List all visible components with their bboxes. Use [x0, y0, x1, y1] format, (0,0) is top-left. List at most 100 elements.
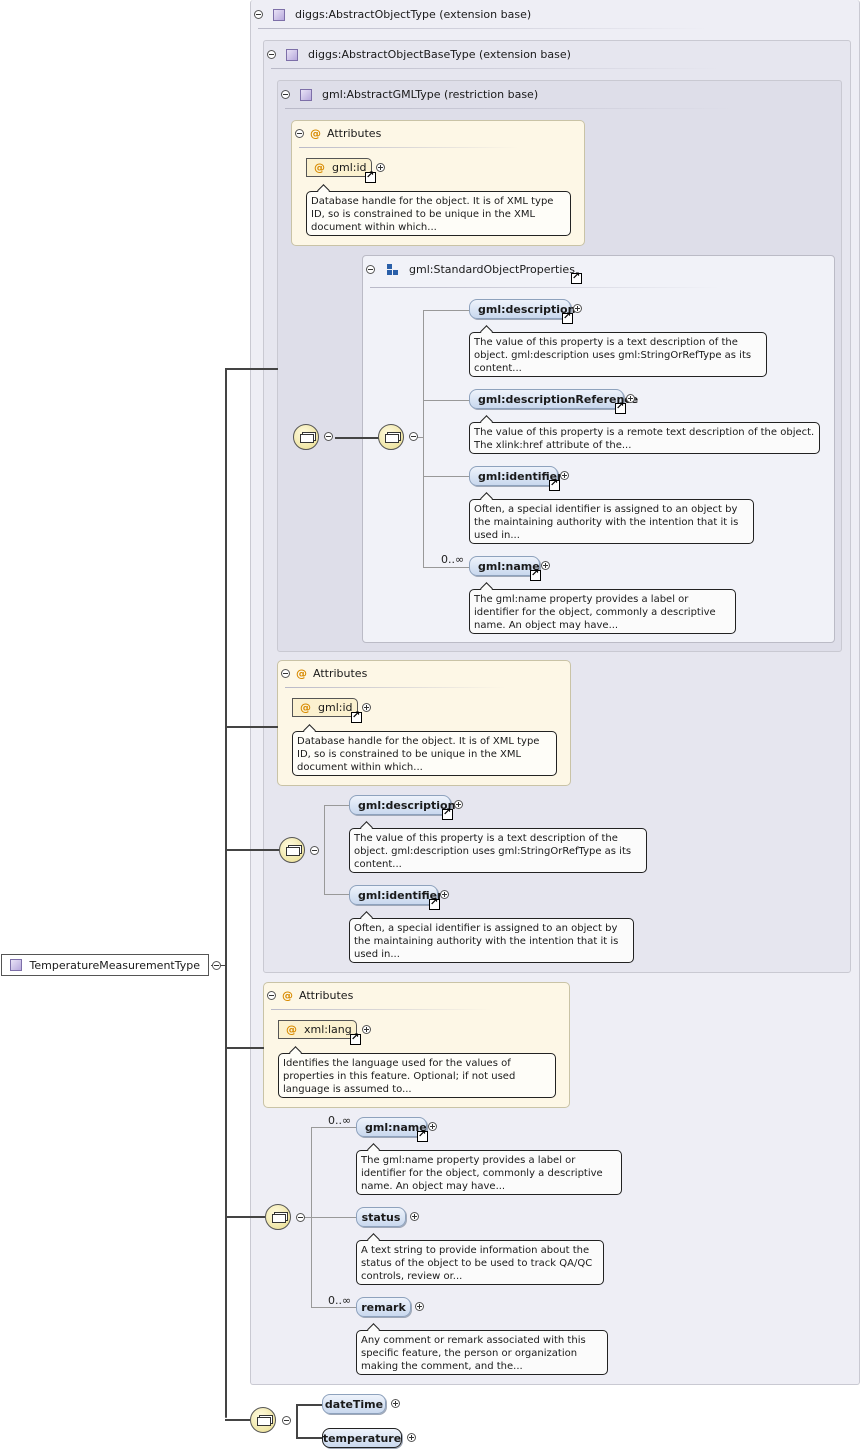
element-gml-name[interactable]: gml:name — [356, 1117, 427, 1137]
sequence-compositor-icon[interactable] — [293, 424, 319, 450]
root-label: TemperatureMeasurementType — [29, 958, 200, 972]
reference-arrow-icon[interactable] — [365, 170, 376, 183]
annotation: A text string to provide information abo… — [356, 1240, 604, 1285]
expand-icon[interactable] — [454, 800, 463, 809]
connector — [423, 567, 469, 568]
connector — [296, 1437, 322, 1439]
attribute-icon: @ — [310, 127, 321, 140]
expand-icon[interactable] — [407, 1433, 416, 1442]
expand-icon[interactable] — [573, 304, 582, 313]
attribute-icon: @ — [314, 161, 325, 174]
sequence-compositor-icon[interactable] — [378, 424, 404, 450]
collapse-icon[interactable] — [282, 1416, 291, 1425]
annotation-text: The gml:name property provides a label o… — [361, 1155, 603, 1192]
attributes-header[interactable]: @ Attributes — [295, 127, 381, 140]
collapse-icon[interactable] — [296, 1213, 305, 1222]
expand-icon[interactable] — [362, 1025, 371, 1034]
collapse-icon[interactable] — [409, 432, 418, 441]
attribute-gml-id[interactable]: @ gml:id — [292, 698, 358, 717]
element-name: dateTime — [324, 1397, 384, 1411]
collapse-icon[interactable] — [324, 432, 333, 441]
expand-icon[interactable] — [440, 890, 449, 899]
connector — [324, 894, 349, 895]
element-name: status — [361, 1210, 401, 1224]
expand-icon[interactable] — [541, 561, 550, 570]
annotation: The value of this property is a text des… — [469, 332, 767, 377]
divider — [271, 1009, 491, 1010]
connector — [423, 476, 469, 477]
collapse-icon[interactable] — [310, 846, 319, 855]
attribute-icon: @ — [286, 1023, 297, 1036]
abstract-object-base-type-header[interactable]: diggs:AbstractObjectBaseType (extension … — [267, 48, 571, 61]
element-remark[interactable]: remark — [356, 1297, 411, 1317]
element-gml-description[interactable]: gml:description — [469, 299, 575, 319]
root-type-temperature-measurement[interactable]: TemperatureMeasurementType — [1, 954, 209, 976]
element-gml-description[interactable]: gml:description — [349, 795, 455, 815]
group-label: gml:StandardObjectProperties — [409, 263, 575, 276]
connector — [423, 400, 469, 401]
expand-icon[interactable] — [415, 1302, 424, 1311]
element-gml-identifier[interactable]: gml:identifier — [349, 885, 443, 905]
reference-arrow-icon[interactable] — [350, 1032, 361, 1045]
collapse-icon[interactable] — [281, 669, 290, 678]
sequence-compositor-icon[interactable] — [265, 1204, 291, 1230]
connector — [423, 310, 424, 568]
element-datetime[interactable]: dateTime — [322, 1394, 386, 1414]
expand-icon[interactable] — [626, 394, 635, 403]
attributes-header[interactable]: @ Attributes — [267, 989, 353, 1002]
annotation-text: Database handle for the object. It is of… — [311, 196, 554, 233]
sequence-compositor-icon[interactable] — [279, 837, 305, 863]
collapse-icon[interactable] — [267, 50, 276, 59]
divider — [258, 28, 708, 29]
element-gml-identifier[interactable]: gml:identifier — [469, 466, 563, 486]
sequence-compositor-icon[interactable] — [250, 1407, 276, 1433]
abstract-gml-type-header[interactable]: gml:AbstractGMLType (restriction base) — [281, 88, 538, 101]
collapse-icon[interactable] — [281, 90, 290, 99]
reference-arrow-icon[interactable] — [417, 1129, 428, 1142]
annotation: The value of this property is a text des… — [349, 828, 647, 873]
attribute-gml-id[interactable]: @ gml:id — [306, 158, 372, 177]
annotation-text: The value of this property is a remote t… — [474, 427, 815, 451]
annotation: Any comment or remark associated with th… — [356, 1330, 608, 1375]
collapse-icon[interactable] — [295, 129, 304, 138]
attribute-xml-lang[interactable]: @ xml:lang — [278, 1020, 357, 1039]
attributes-header[interactable]: @ Attributes — [281, 667, 367, 680]
element-status[interactable]: status — [356, 1207, 406, 1227]
expand-icon[interactable] — [391, 1399, 400, 1408]
reference-arrow-icon[interactable] — [549, 478, 560, 491]
reference-arrow-icon[interactable] — [571, 271, 582, 284]
element-name: gml:descriptionReference — [478, 392, 639, 406]
collapse-icon[interactable] — [366, 265, 375, 274]
annotation-text: The value of this property is a text des… — [474, 337, 752, 374]
expand-icon[interactable] — [362, 703, 371, 712]
element-name: gml:name — [478, 559, 540, 573]
collapse-icon[interactable] — [254, 10, 263, 19]
annotation-text: A text string to provide information abo… — [361, 1245, 593, 1282]
expand-icon[interactable] — [560, 471, 569, 480]
connector — [423, 310, 469, 311]
annotation-text: Any comment or remark associated with th… — [361, 1335, 586, 1372]
connector — [335, 437, 380, 439]
expand-icon[interactable] — [428, 1122, 437, 1131]
expand-icon[interactable] — [376, 163, 385, 172]
abstract-object-type-header[interactable]: diggs:AbstractObjectType (extension base… — [254, 8, 531, 21]
element-name: gml:identifier — [358, 888, 443, 902]
reference-arrow-icon[interactable] — [562, 311, 573, 324]
reference-arrow-icon[interactable] — [429, 897, 440, 910]
element-gml-name[interactable]: gml:name — [469, 556, 540, 576]
element-name: gml:name — [365, 1120, 427, 1134]
collapse-icon[interactable] — [212, 961, 221, 970]
reference-arrow-icon[interactable] — [442, 807, 453, 820]
standard-object-properties-header[interactable]: gml:StandardObjectProperties — [366, 263, 575, 276]
collapse-icon[interactable] — [267, 991, 276, 1000]
reference-arrow-icon[interactable] — [530, 568, 541, 581]
expand-icon[interactable] — [410, 1212, 419, 1221]
reference-arrow-icon[interactable] — [615, 401, 626, 414]
element-gml-description-reference[interactable]: gml:descriptionReference — [469, 389, 638, 409]
reference-arrow-icon[interactable] — [351, 710, 362, 723]
connector — [225, 849, 279, 851]
annotation-text: Often, a special identifier is assigned … — [474, 504, 739, 541]
complex-type-icon — [10, 959, 22, 971]
complex-type-icon — [286, 48, 298, 61]
element-temperature[interactable]: temperature — [322, 1428, 402, 1448]
